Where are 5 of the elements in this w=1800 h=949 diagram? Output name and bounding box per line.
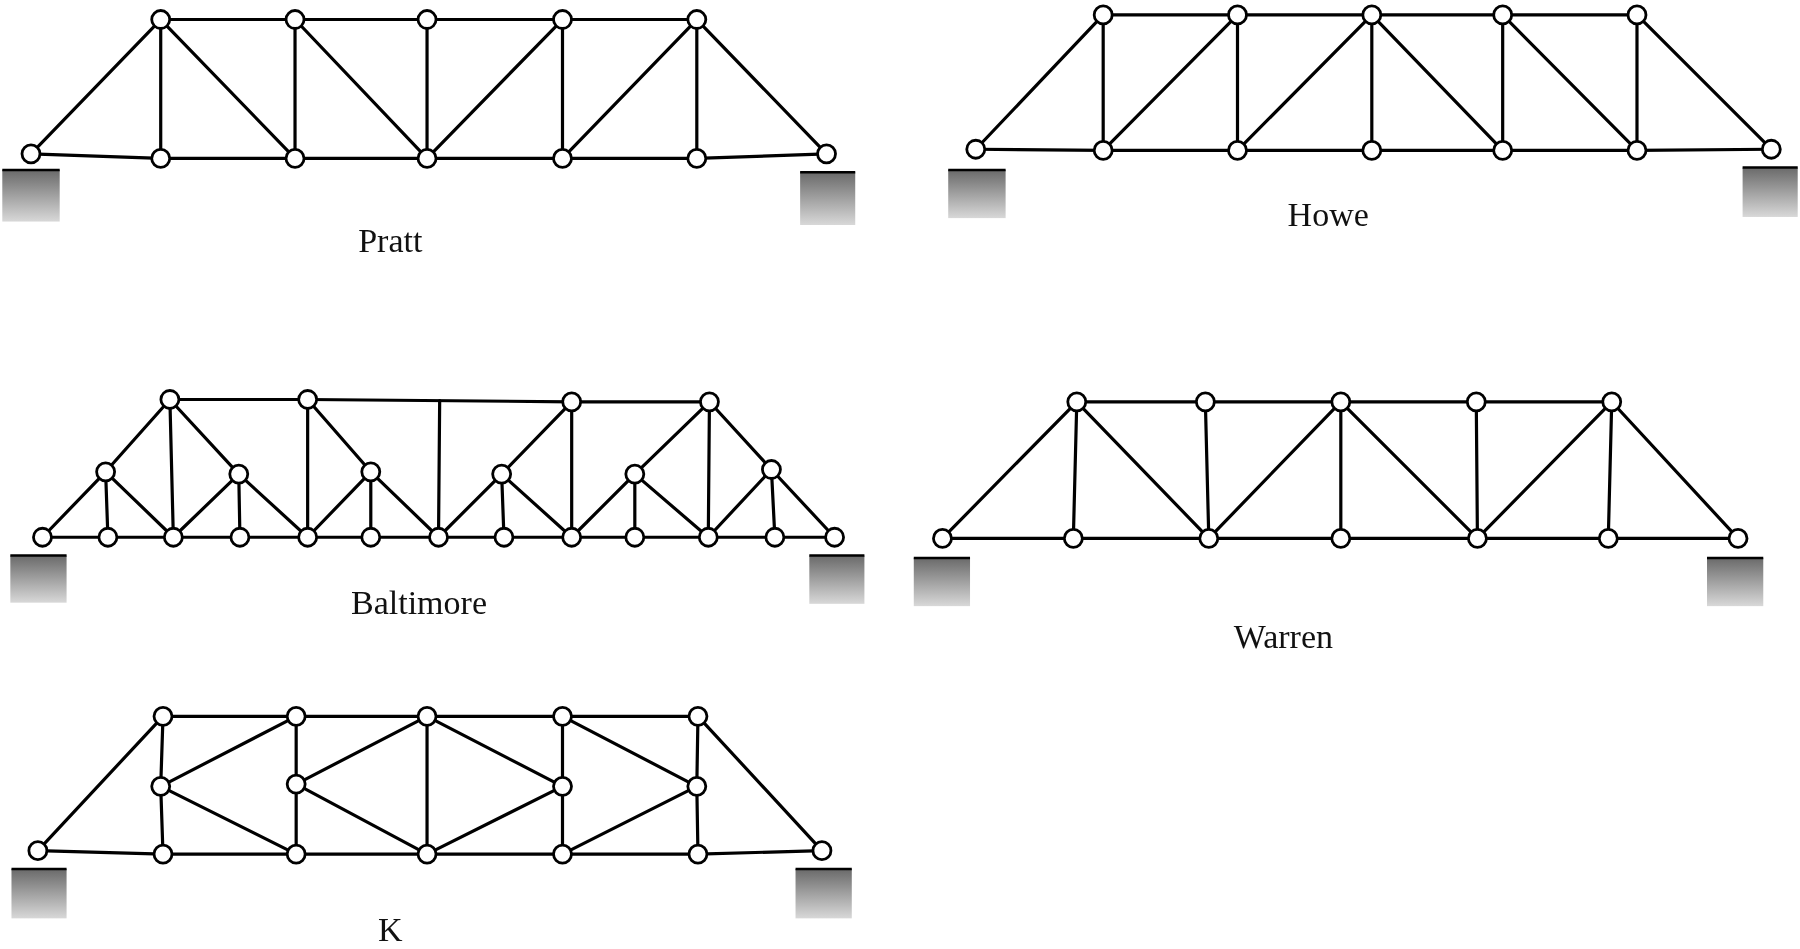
- truss-type-label: Howe: [1287, 196, 1369, 233]
- truss-type-label: Warren: [1233, 619, 1333, 656]
- truss-type-label: K: [378, 911, 403, 948]
- truss-type-label: Baltimore: [351, 584, 487, 621]
- truss-type-label: Pratt: [358, 223, 423, 260]
